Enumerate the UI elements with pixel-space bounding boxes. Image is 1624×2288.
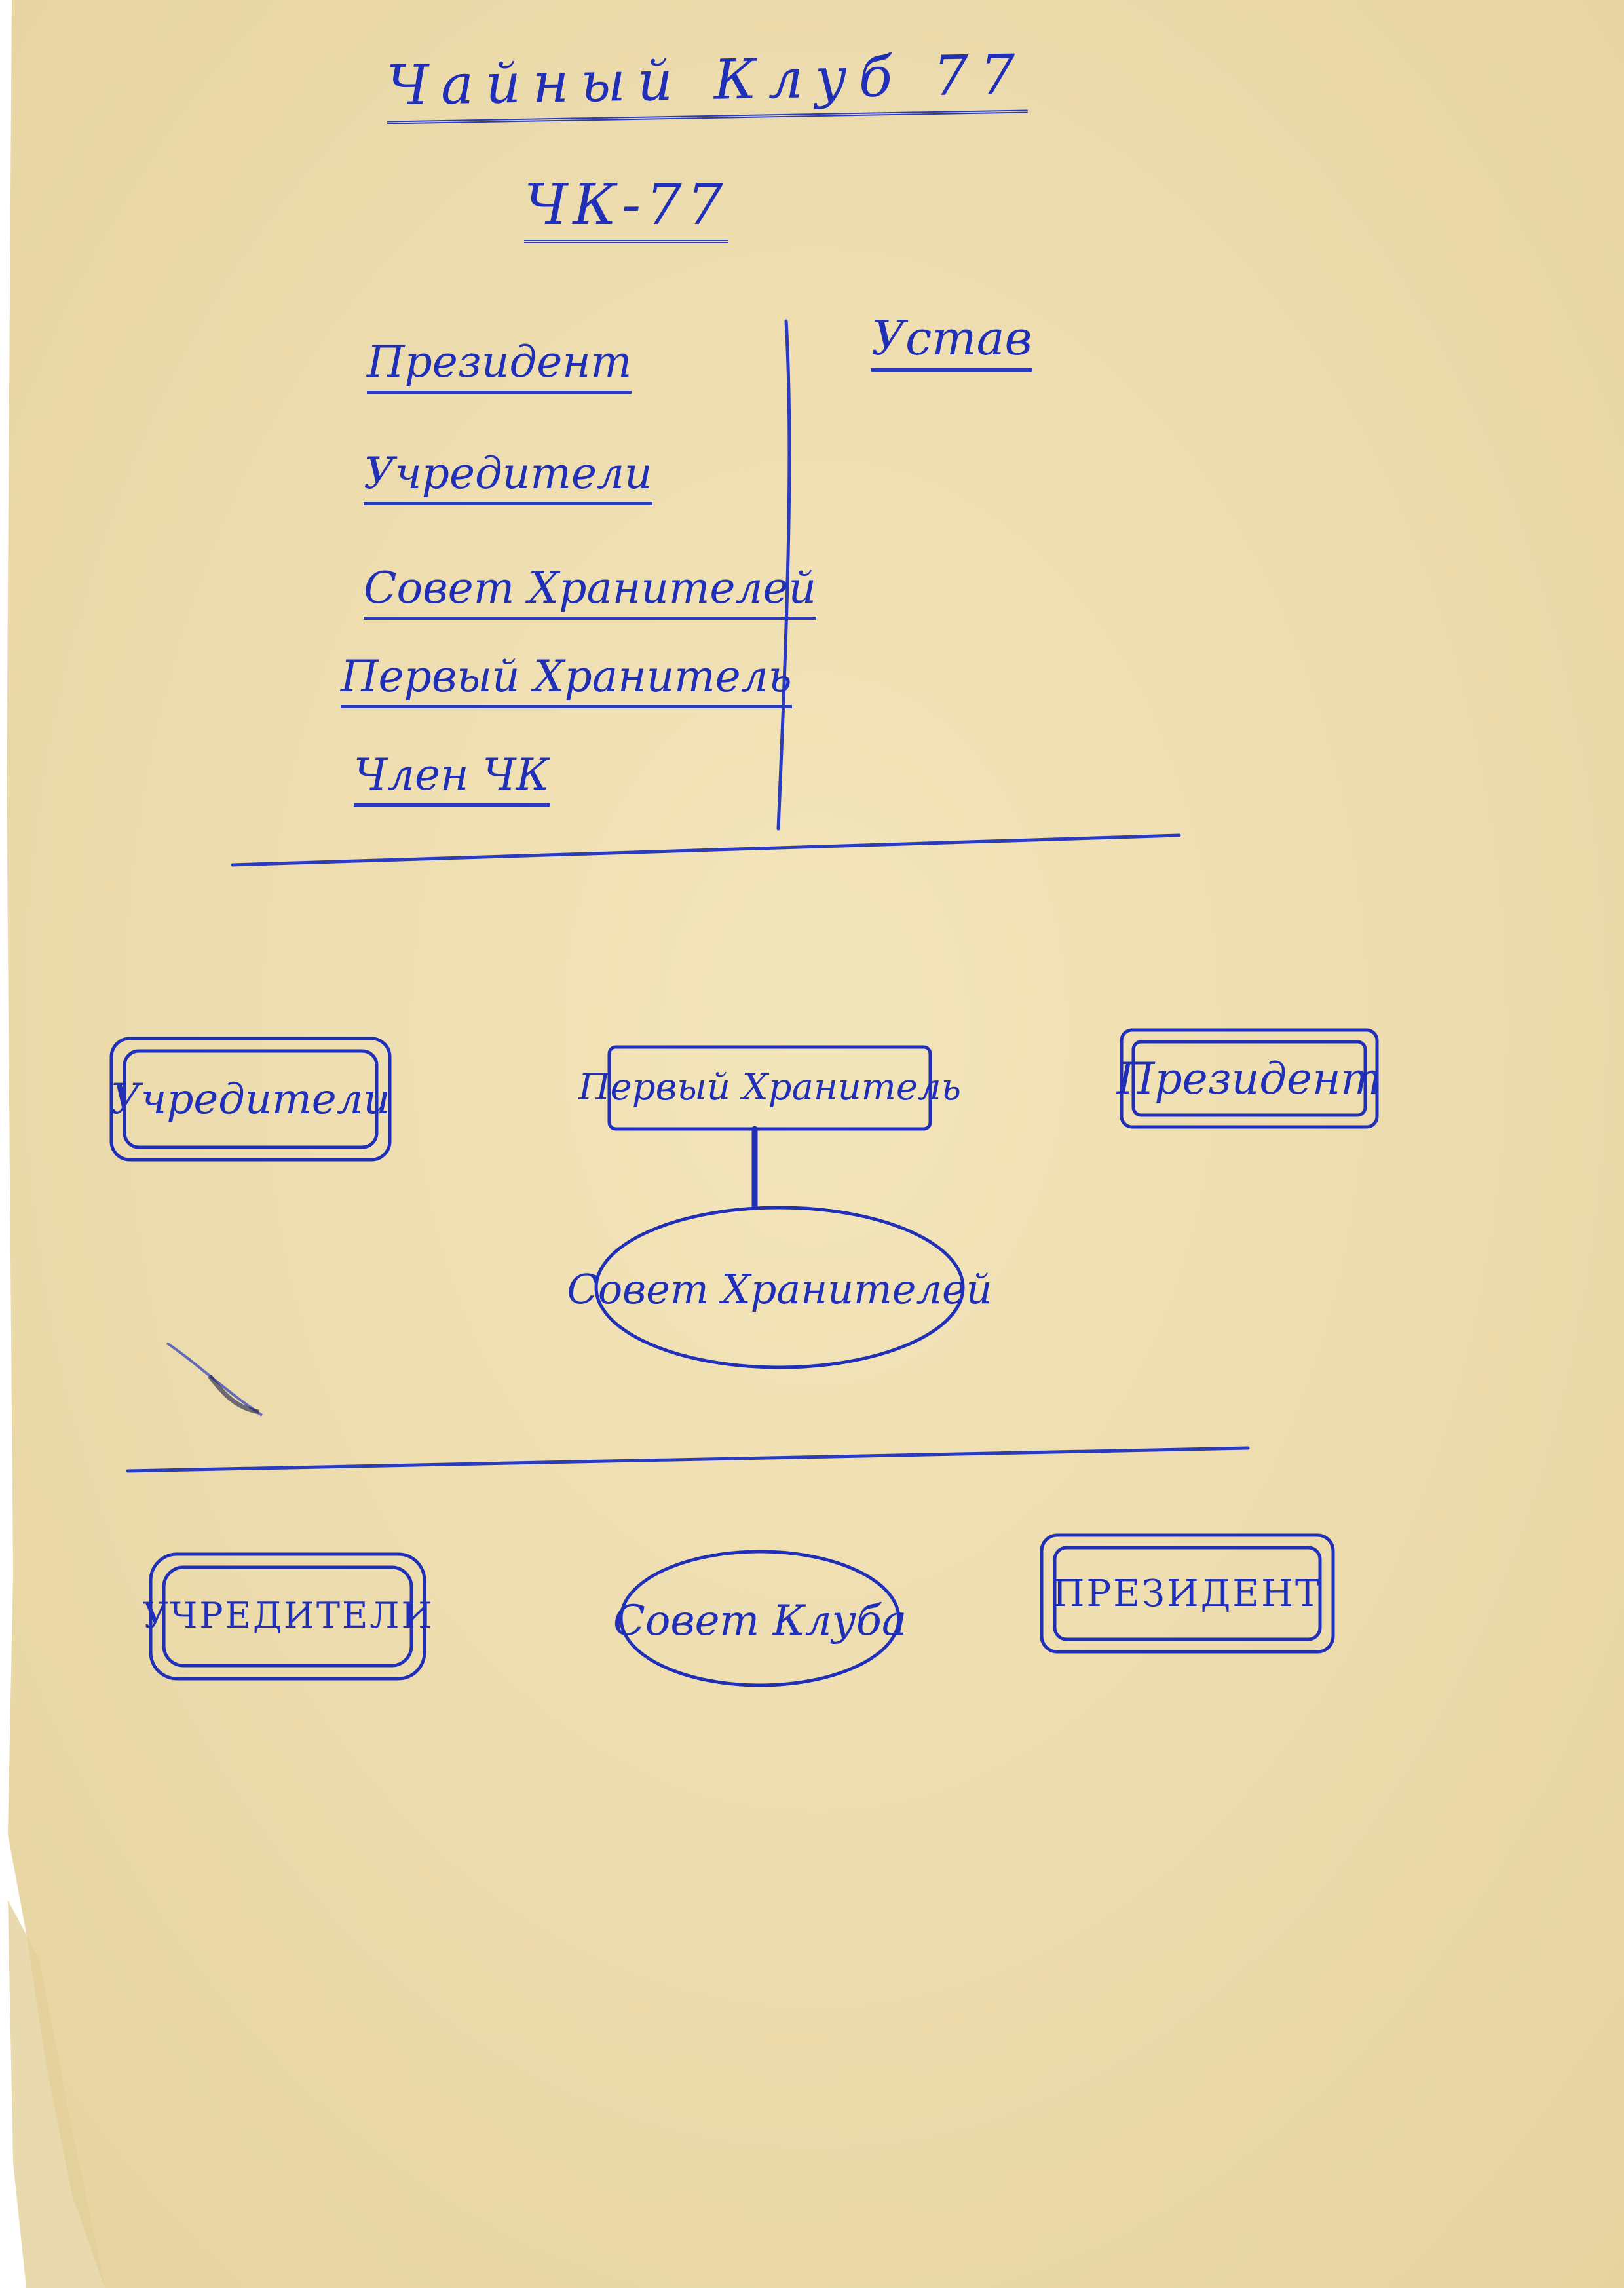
diagram2-president-label: ПРЕЗИДЕНТ (1052, 1573, 1322, 1615)
diagram2-council-ellipse (619, 1550, 901, 1687)
ink-blot (166, 1342, 263, 1417)
diagram1-president-label: Президент (1116, 1054, 1382, 1104)
document-subtitle: ЧК-77 (524, 177, 728, 243)
vertical-divider (776, 319, 791, 831)
diagram2-founders-label: УЧРЕДИТЕЛИ (142, 1595, 434, 1636)
paper-folded-corner (8, 1900, 105, 2288)
role-first-keeper: Первый Хранитель (341, 655, 792, 708)
document-title: Чайный Клуб 77 (386, 42, 1028, 124)
diagram1-council-label: Совет Хранителей (567, 1265, 992, 1313)
diagram1-council-ellipse (594, 1206, 965, 1369)
diagram1-founders-box (109, 1037, 392, 1162)
charter-heading: Устав (871, 315, 1032, 372)
section-separator-2 (126, 1446, 1250, 1473)
role-founders: Учредители (364, 452, 652, 505)
role-president: Президент (367, 341, 632, 394)
paper-surface (7, 0, 1624, 2288)
diagram1-first-keeper-box (607, 1045, 932, 1131)
diagram1-founders-label: Учредители (110, 1075, 390, 1124)
role-council-of-keepers: Совет Хранителей (364, 567, 817, 620)
section-separator-1 (231, 833, 1181, 867)
diagram1-first-keeper-label: Первый Хранитель (578, 1066, 962, 1109)
role-club-member: Член ЧК (354, 753, 550, 807)
diagram2-president-box (1040, 1533, 1335, 1654)
diagram2-founders-box (149, 1552, 426, 1681)
diagram1-president-box (1120, 1028, 1379, 1129)
diagram2-council-label: Совет Клуба (613, 1597, 907, 1645)
